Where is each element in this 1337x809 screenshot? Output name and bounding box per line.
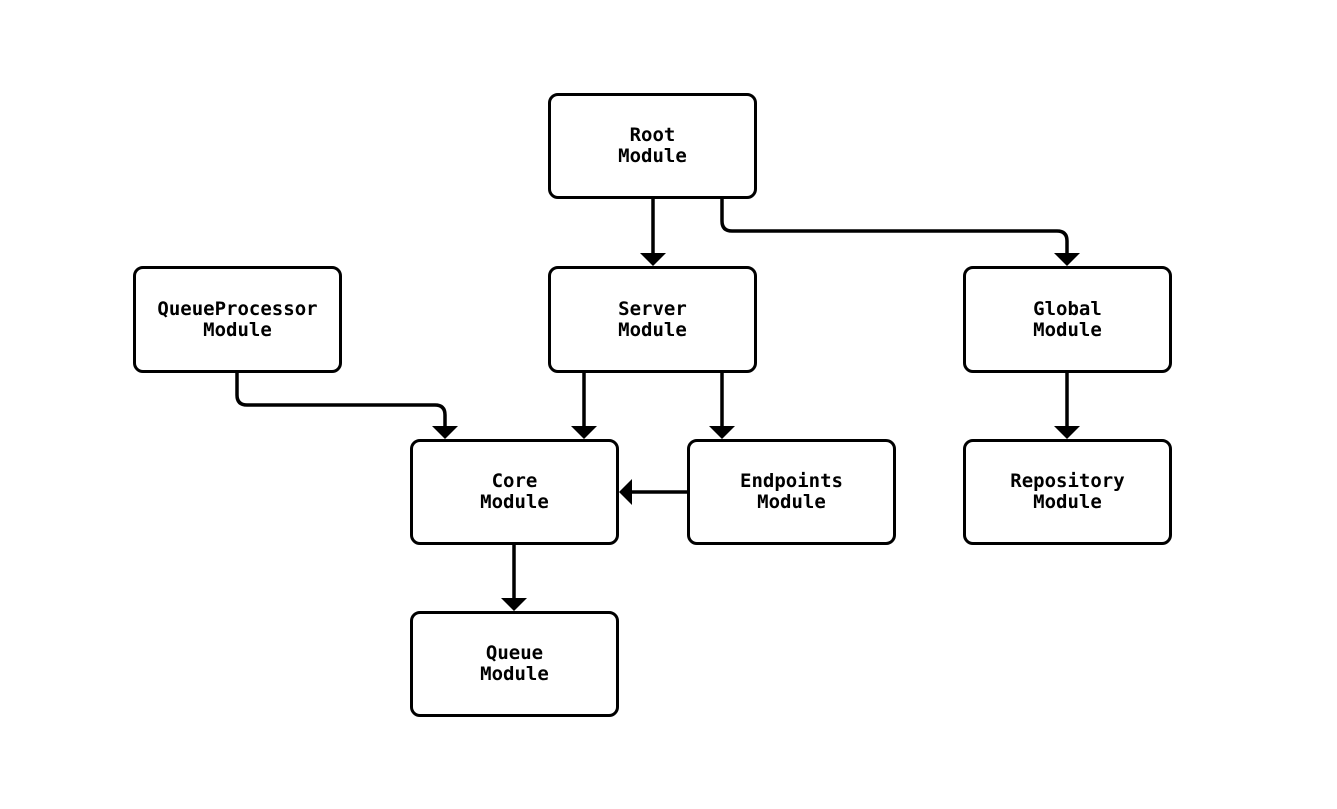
arrowhead-icon (1054, 426, 1080, 439)
arrowhead-icon (1054, 253, 1080, 266)
edge-root-module-to-global-module (720, 199, 1080, 266)
arrowhead-icon (619, 479, 632, 505)
edge-root-module-to-server-module (640, 199, 666, 266)
arrowhead-icon (640, 253, 666, 266)
node-endpoints-module: Endpoints Module (687, 439, 896, 545)
edge-server-module-to-endpoints-module (709, 373, 735, 439)
arrowhead-icon (571, 426, 597, 439)
edge-queueprocessor-module-to-core-module (235, 373, 458, 439)
node-repository-module: Repository Module (963, 439, 1172, 545)
arrowhead-icon (709, 426, 735, 439)
edge-core-module-to-queue-module (501, 545, 527, 611)
edge-line (720, 199, 1069, 253)
node-core-module: Core Module (410, 439, 619, 545)
edge-line (235, 373, 447, 426)
edge-server-module-to-core-module (571, 373, 597, 439)
node-root-module: Root Module (548, 93, 757, 199)
arrowhead-icon (432, 426, 458, 439)
arrowhead-icon (501, 598, 527, 611)
node-server-module: Server Module (548, 266, 757, 373)
node-queueprocessor-module: QueueProcessor Module (133, 266, 342, 373)
node-global-module: Global Module (963, 266, 1172, 373)
edge-endpoints-module-to-core-module (619, 479, 687, 505)
node-queue-module: Queue Module (410, 611, 619, 717)
edge-global-module-to-repository-module (1054, 373, 1080, 439)
